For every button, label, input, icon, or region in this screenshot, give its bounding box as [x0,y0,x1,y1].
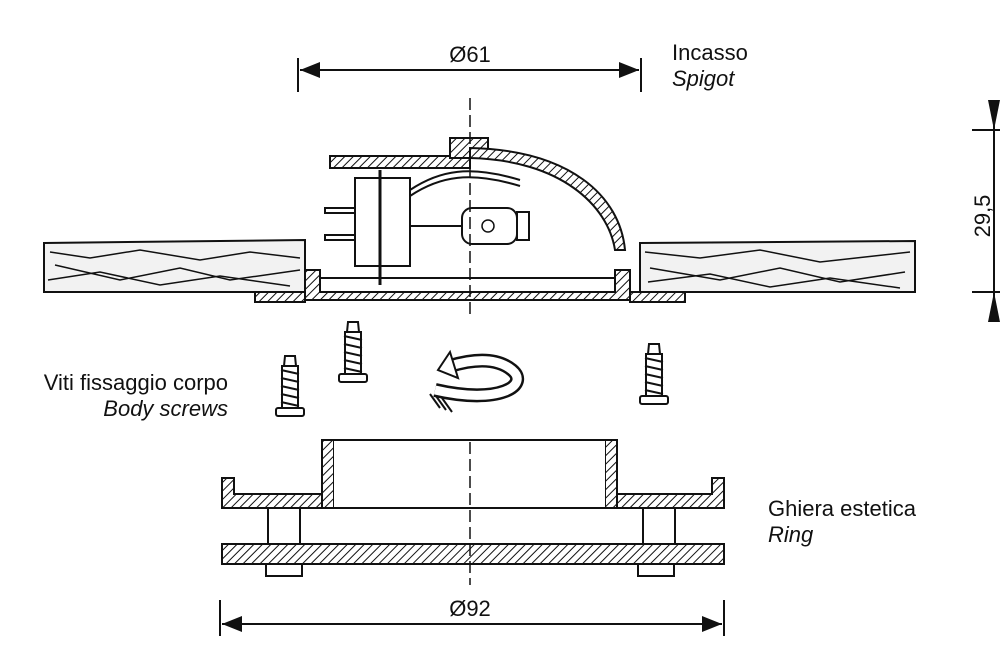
screws-label-en: Body screws [103,396,228,421]
height-label: 29,5 [970,195,995,238]
spigot-label-it: Incasso [672,40,748,65]
ceiling-board-right [639,239,916,293]
luminaire-body [254,137,686,303]
ring-label-en: Ring [768,522,814,547]
height-dimension: 29,5 [970,100,1000,322]
ceiling-board-left [43,238,306,293]
screw-left-lower [275,355,305,417]
rotation-arrow-icon [429,349,525,413]
decorative-ring [221,439,725,577]
ring-label-it: Ghiera estetica [768,496,917,521]
spigot-label-en: Spigot [672,66,735,91]
screws-label-it: Viti fissaggio corpo [44,370,228,395]
screw-right [639,343,669,405]
spigot-diameter-label: Ø61 [449,42,491,67]
screw-left-upper [338,321,368,383]
spigot-dimension: Ø61 [297,42,642,92]
ring-diameter-label: Ø92 [449,596,491,621]
ring-dimension: Ø92 [219,596,725,636]
